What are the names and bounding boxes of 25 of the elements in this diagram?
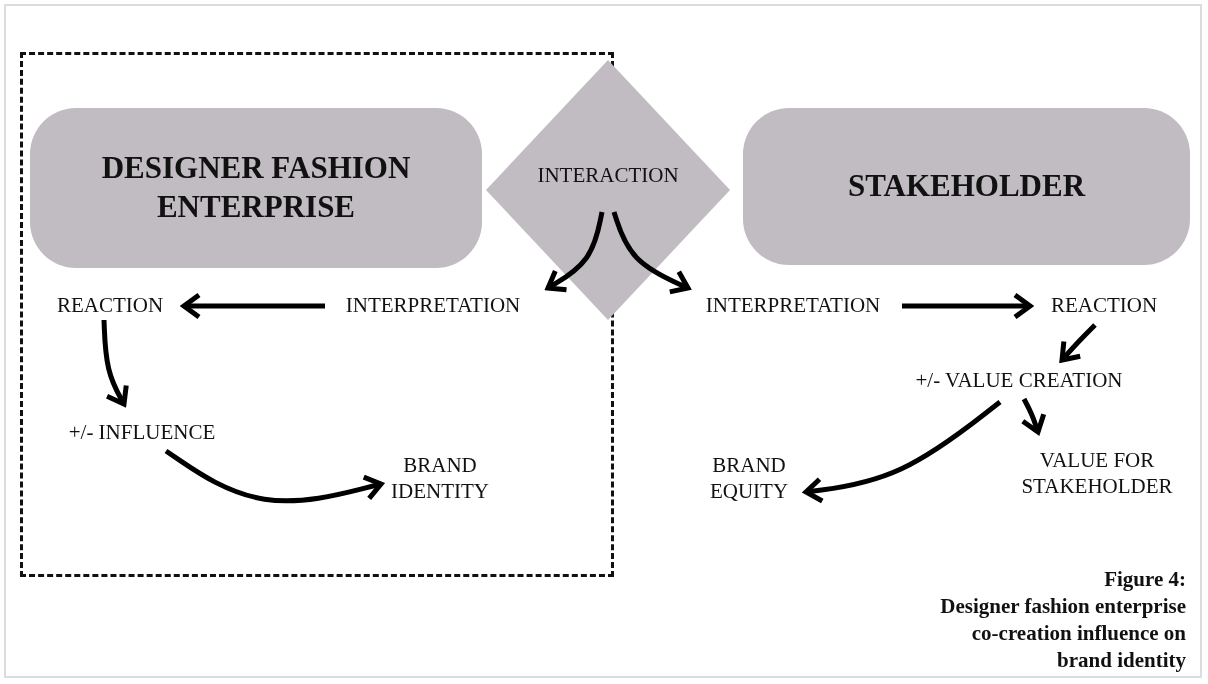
arrow: [101, 319, 129, 407]
arrow: [902, 292, 1033, 320]
arrow: [164, 448, 384, 504]
arrow: [1059, 323, 1097, 363]
rounded-box: [30, 108, 482, 268]
node-label: VALUE FOR STAKEHOLDER: [1012, 447, 1182, 503]
box-title: STAKEHOLDER: [846, 167, 1087, 206]
node-label: INTERPRETATION: [687, 292, 899, 320]
node-label: INTERACTION: [536, 163, 680, 188]
node-label: REACTION: [40, 292, 180, 320]
node-label: INTERPRETATION: [327, 292, 539, 320]
arrow: [545, 211, 605, 293]
figure-number: Figure 4:: [1104, 566, 1186, 593]
node-label: +/- INFLUENCE: [44, 419, 240, 447]
figure-caption: Designer fashion enterprise co-creation influence on brand identity: [939, 593, 1186, 674]
node-label: +/- VALUE CREATION: [886, 367, 1152, 395]
box-title: DESIGNER FASHION ENTERPRISE: [100, 149, 412, 226]
arrow: [803, 400, 1002, 504]
node-label: BRAND IDENTITY: [385, 452, 495, 508]
node-label: BRAND EQUITY: [694, 452, 804, 508]
rounded-box: [743, 108, 1190, 265]
arrow: [1020, 397, 1047, 435]
arrow: [611, 211, 691, 295]
arrow: [181, 292, 325, 320]
node-label: REACTION: [1034, 292, 1174, 320]
